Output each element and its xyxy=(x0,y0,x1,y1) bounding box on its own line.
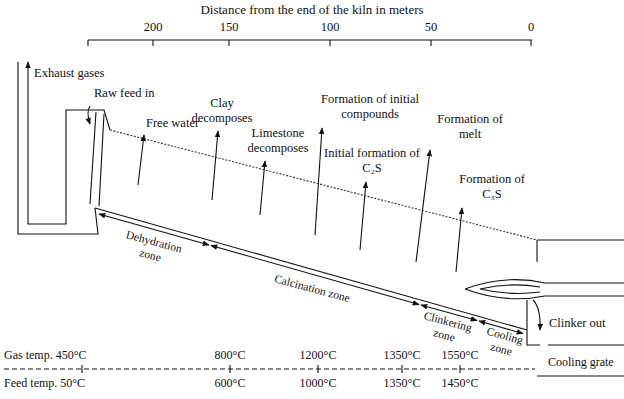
cooling-grate xyxy=(537,375,624,376)
process-label: Formation of melt xyxy=(430,112,510,142)
scale-number: 0 xyxy=(528,20,534,35)
temperature-label: Gas temp. 450°C xyxy=(4,348,86,362)
temperature-label: 1350°C xyxy=(384,376,421,390)
feed-end-housing xyxy=(18,100,98,234)
axis-title: Distance from the end of the kiln in met… xyxy=(200,2,423,18)
cooler-line xyxy=(548,344,624,345)
zone-label: Cooling zone xyxy=(477,324,529,363)
reaction-leader xyxy=(212,131,218,200)
temperature-label: 1450°C xyxy=(442,376,479,390)
exhaust-arrow xyxy=(18,62,28,100)
zone-label: Dehydration zone xyxy=(111,226,193,273)
temperature-label: 600°C xyxy=(215,376,246,390)
reaction-leader xyxy=(260,161,265,215)
temperature-label: 1550°C xyxy=(442,348,479,362)
burner-flame xyxy=(465,280,545,299)
kiln-top-shell xyxy=(110,130,537,240)
temperature-label: 1350°C xyxy=(384,348,421,362)
burner-pipe xyxy=(545,283,624,296)
reaction-leader xyxy=(416,150,430,262)
temperature-label: Feed temp. 50°C xyxy=(4,376,85,390)
flow-label: Clinker out xyxy=(549,316,606,331)
zone-label: Clinkering zone xyxy=(412,308,479,351)
process-label: Formation of initial compounds xyxy=(316,92,424,122)
reaction-leader xyxy=(315,128,322,235)
axis-ticks xyxy=(88,40,531,46)
equipment-label: Cooling grate xyxy=(548,355,614,369)
temperature-ticks xyxy=(82,365,460,373)
reaction-leader xyxy=(138,135,144,185)
temperature-label: 1200°C xyxy=(300,348,337,362)
flow-label: Exhaust gases xyxy=(34,66,104,81)
feed-chute xyxy=(90,112,104,206)
discharge-chute xyxy=(527,300,540,345)
clinker-out-arrow xyxy=(533,300,540,330)
temperature-label: 1000°C xyxy=(300,376,337,390)
temperature-label: 800°C xyxy=(215,348,246,362)
scale-number: 150 xyxy=(220,20,239,35)
scale-number: 200 xyxy=(144,20,163,35)
process-label: Clay decomposes xyxy=(182,96,262,126)
reaction-leader xyxy=(360,182,366,250)
temperature-scale xyxy=(4,368,535,369)
process-label: Formation of C₃S xyxy=(451,172,533,202)
zone-label: Calcination zone xyxy=(273,272,352,305)
scale-number: 50 xyxy=(425,20,438,35)
scale-number: 100 xyxy=(321,20,340,35)
process-label: Free water xyxy=(146,116,199,131)
distance-axis xyxy=(88,39,532,40)
reaction-leader xyxy=(456,208,462,272)
process-label: Initial formation of C₂S xyxy=(320,146,424,176)
feed-end-housing xyxy=(28,100,110,224)
kiln-bottom-shell xyxy=(95,208,527,330)
flow-label: Raw feed in xyxy=(94,86,154,101)
raw-feed-arrow xyxy=(88,106,90,124)
firing-hood xyxy=(537,240,624,262)
process-label: Limestone decomposes xyxy=(238,126,318,156)
